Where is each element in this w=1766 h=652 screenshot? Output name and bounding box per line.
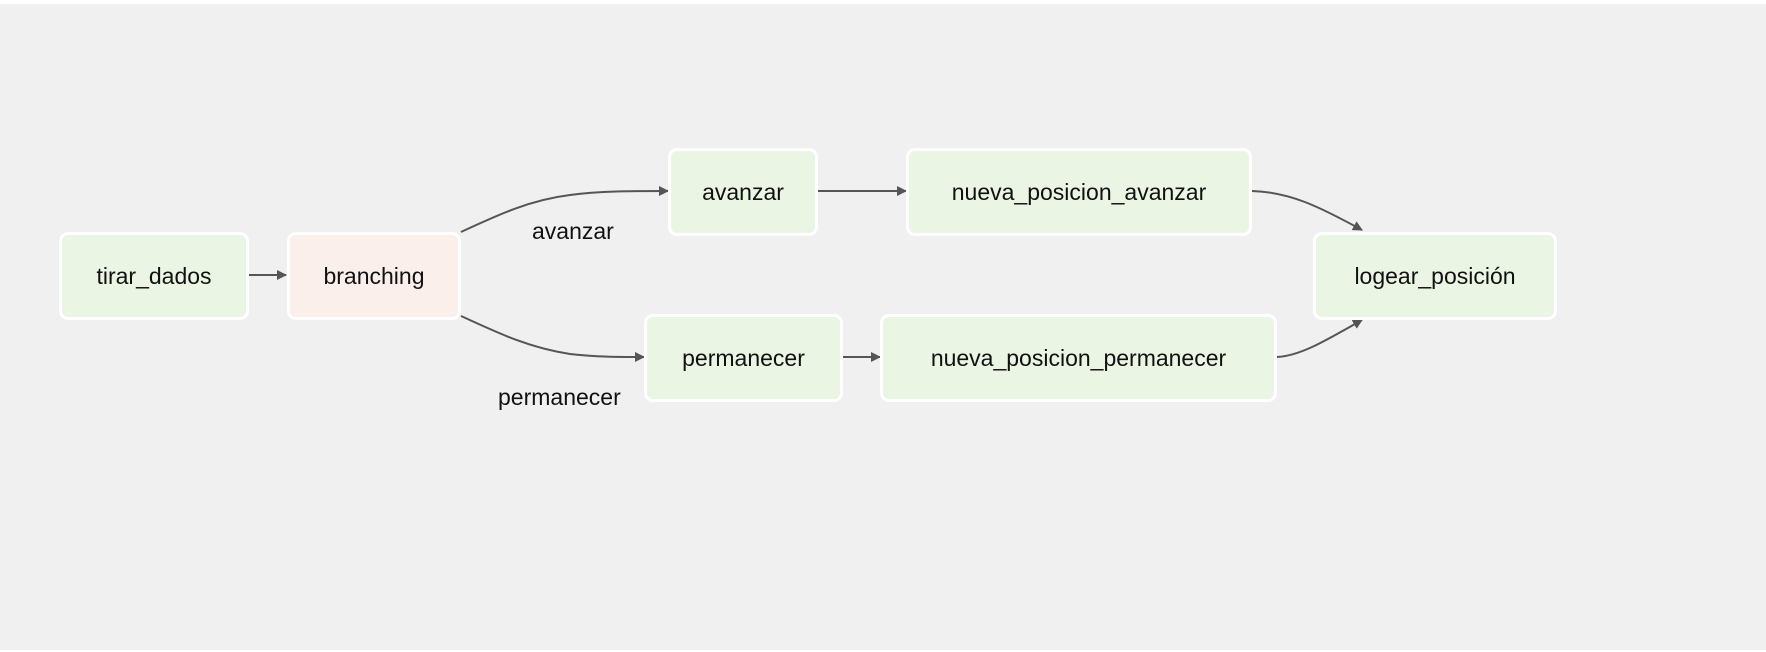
edge-nueva-posicion-permanecer-to-logear-posicion [1276, 319, 1363, 358]
node-nueva-posicion-permanecer[interactable]: nueva_posicion_permanecer [880, 314, 1277, 402]
node-label: nueva_posicion_avanzar [951, 178, 1207, 205]
node-nueva-posicion-avanzar[interactable]: nueva_posicion_avanzar [906, 148, 1252, 236]
node-label: permanecer [682, 344, 805, 371]
node-label: nueva_posicion_permanecer [930, 344, 1227, 371]
edge-nueva-posicion-avanzar-to-logear-posicion [1251, 190, 1363, 231]
node-label: tirar_dados [96, 262, 212, 289]
node-avanzar[interactable]: avanzar [668, 148, 818, 236]
node-label: avanzar [702, 178, 784, 205]
node-label: branching [323, 262, 425, 289]
edge-label-permanecer: permanecer [498, 384, 621, 410]
graph-canvas: tirar_dados branching avanzar permanecer… [0, 4, 1766, 650]
edge-label-avanzar: avanzar [532, 218, 614, 244]
node-logear-posicion[interactable]: logear_posición [1313, 232, 1557, 320]
edge-branching-to-permanecer [460, 315, 645, 362]
node-label: logear_posición [1354, 262, 1516, 289]
node-tirar-dados[interactable]: tirar_dados [59, 232, 249, 320]
node-permanecer[interactable]: permanecer [644, 314, 843, 402]
edge-branching-to-avanzar [460, 186, 669, 233]
graph-edges [249, 186, 1363, 362]
node-branching[interactable]: branching [287, 232, 461, 320]
